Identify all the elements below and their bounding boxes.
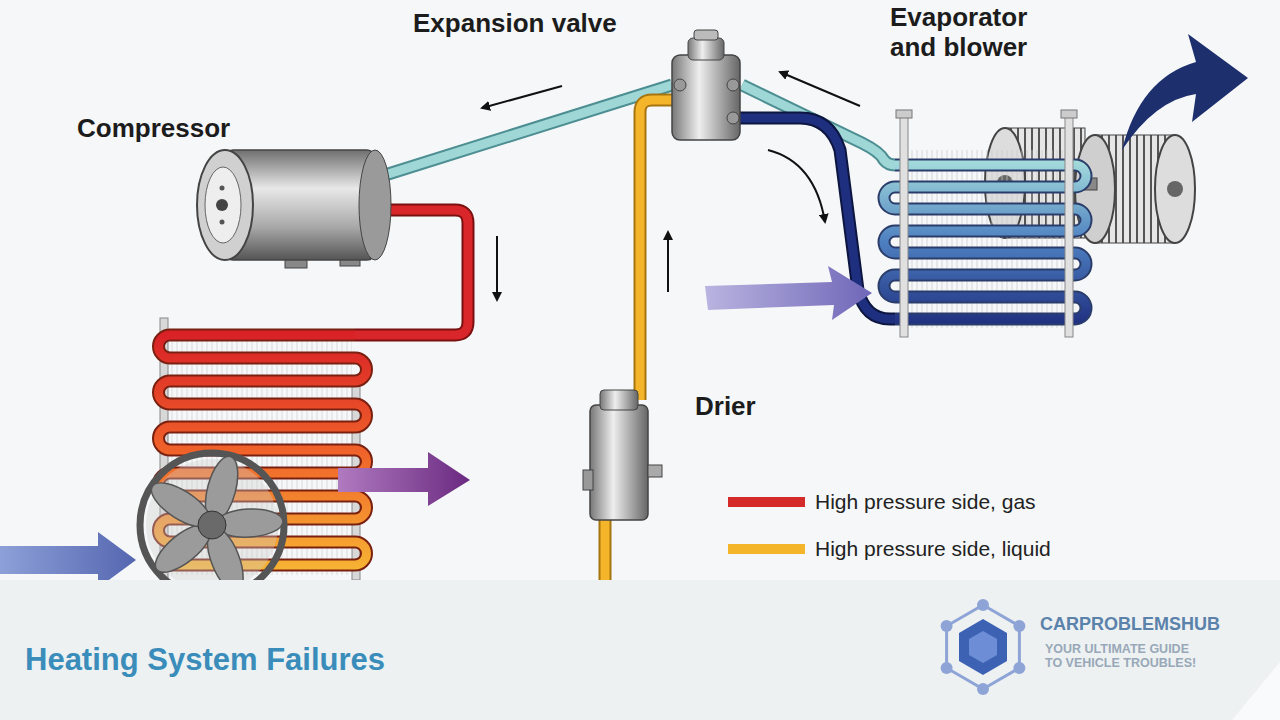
legend-swatch — [728, 544, 805, 554]
part-name: Drier — [695, 391, 756, 422]
brand-name: CARPROBLEMSHUB — [1040, 614, 1220, 636]
legend-text: High pressure side, liquid — [815, 536, 1051, 561]
legend-swatch — [728, 497, 805, 507]
part-name: Evaporator and blower — [890, 3, 1060, 63]
part-name: Compressor — [77, 113, 230, 144]
brand-tagline: YOUR ULTIMATE GUIDE TO VEHICLE TROUBLES! — [1045, 642, 1205, 671]
part-name: Expansion valve — [413, 8, 617, 39]
page-title: Heating System Failures — [25, 641, 385, 678]
legend-text: High pressure side, gas — [815, 489, 1036, 514]
